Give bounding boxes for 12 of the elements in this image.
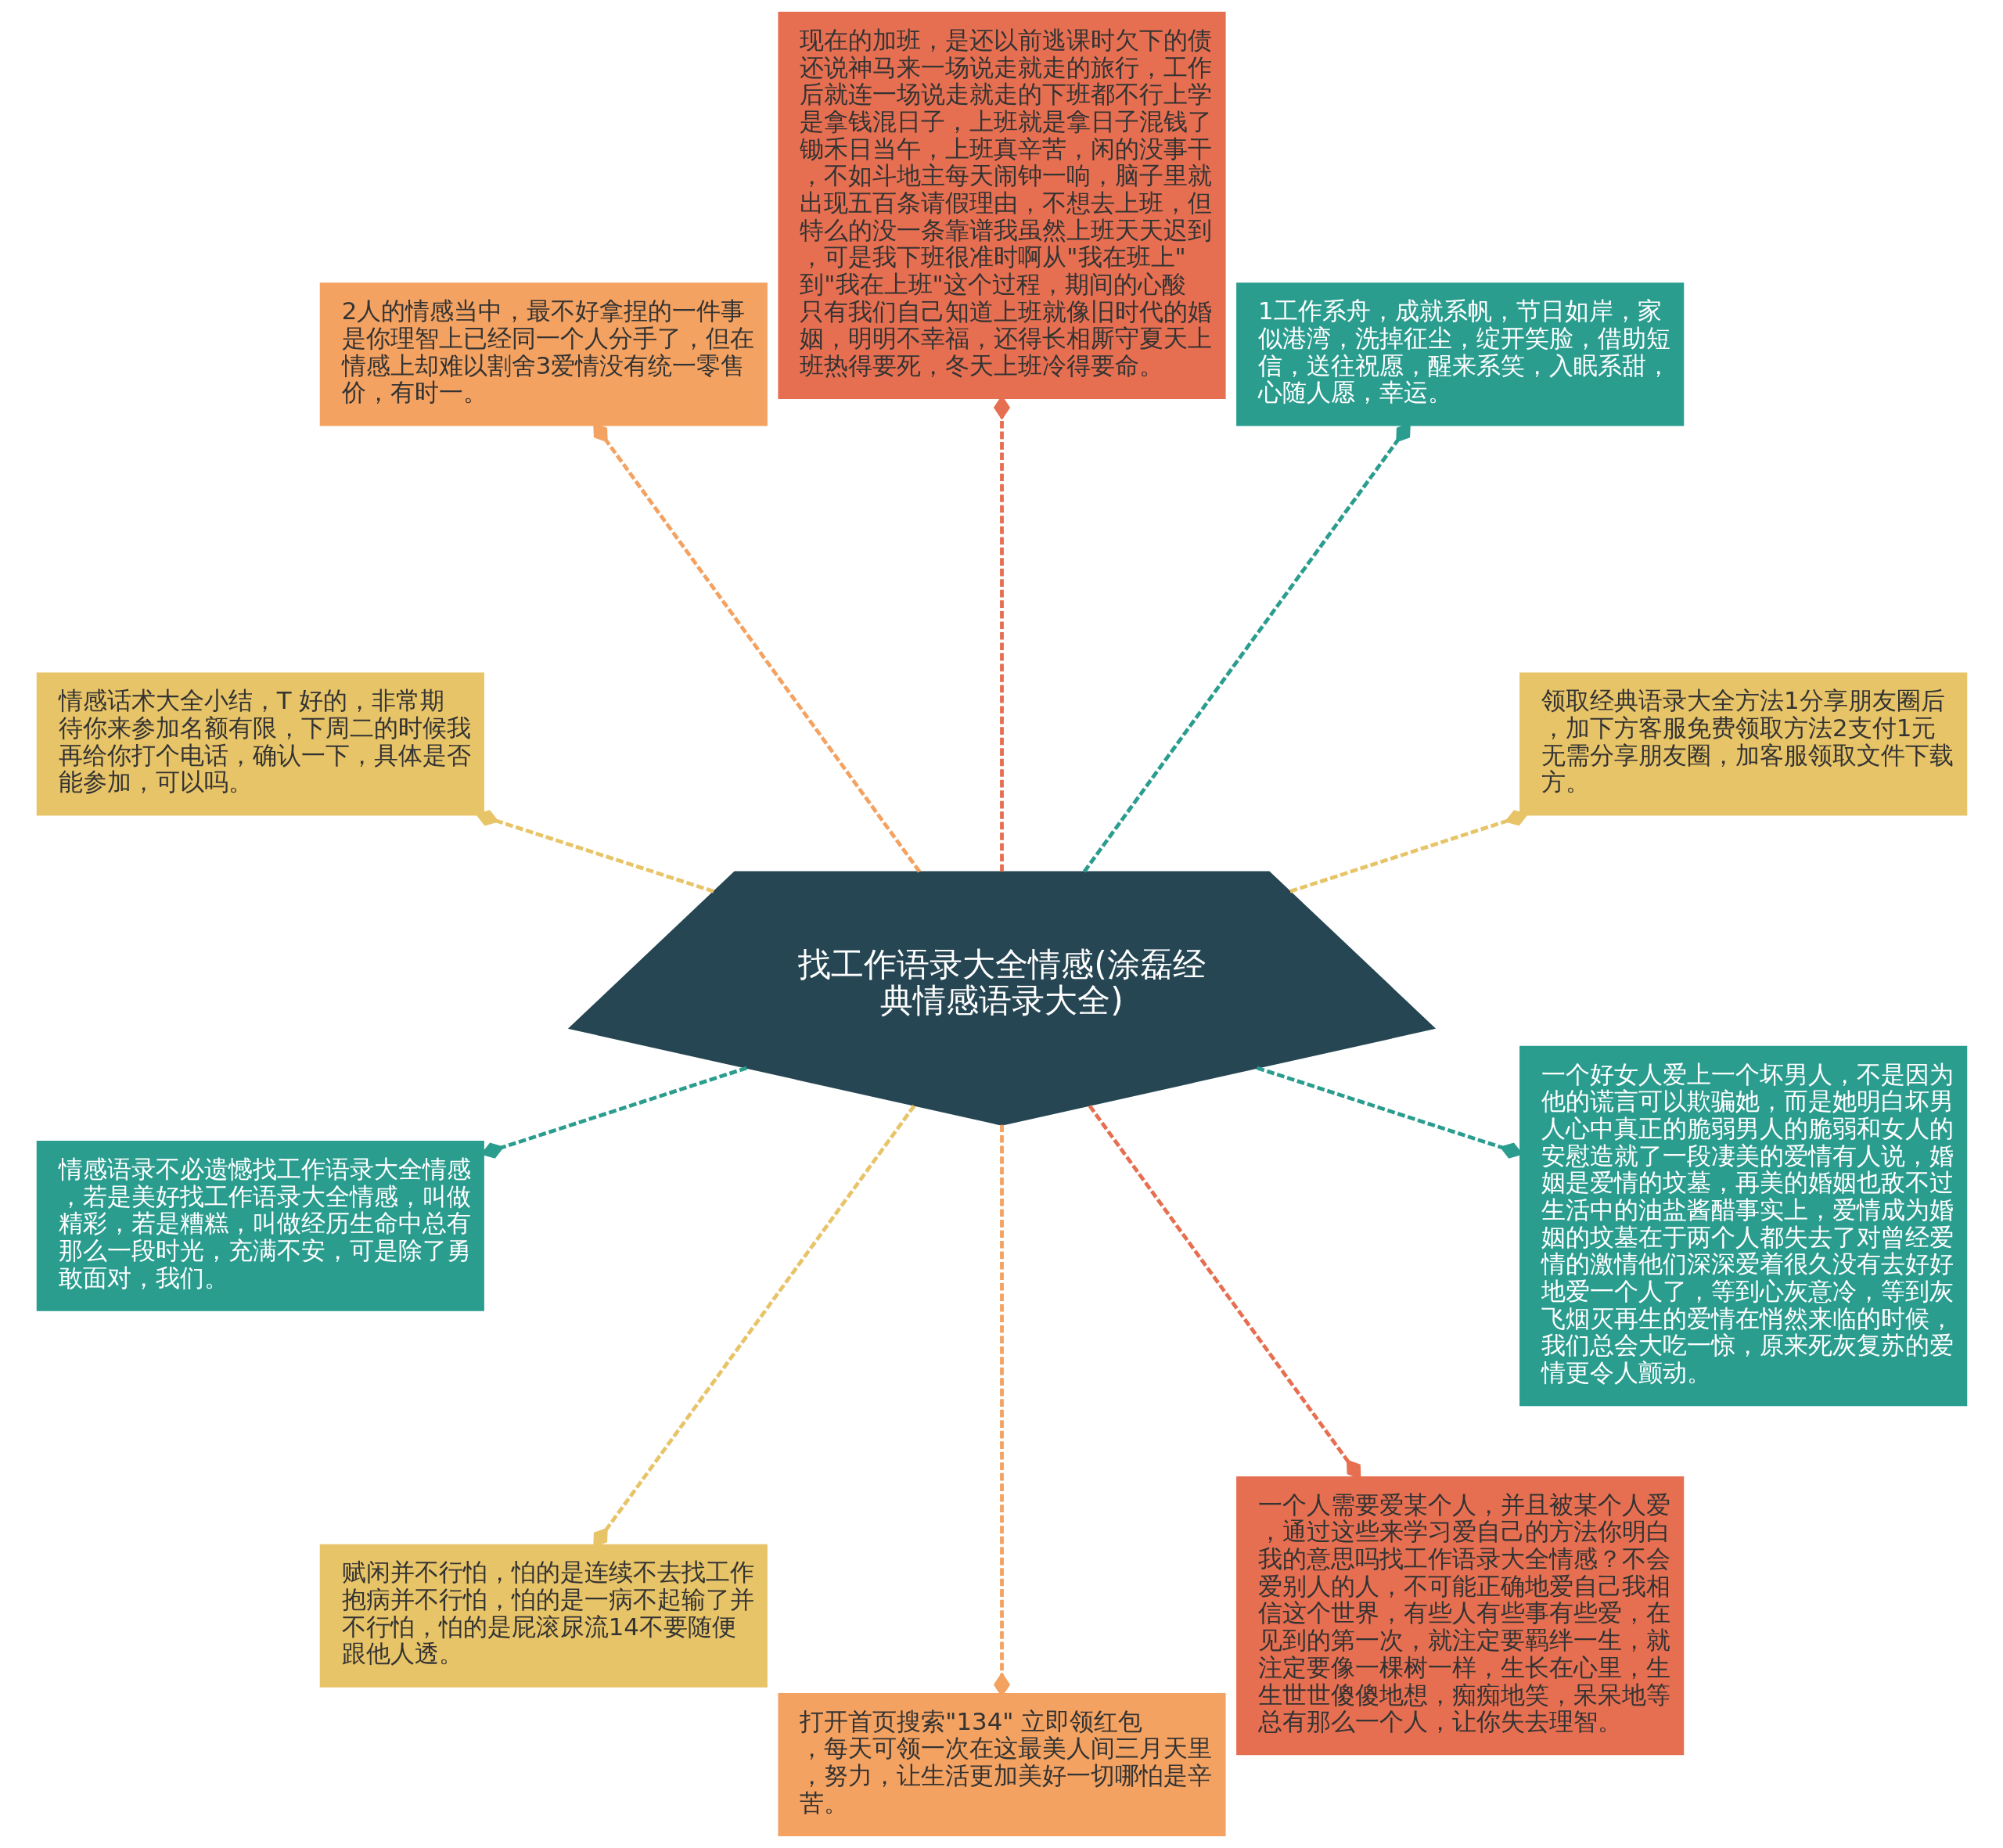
- node-box: 现在的加班，是还以前逃课时欠下的债还说神马来一场说走就走的旅行，工作后就连一场说走就走的下班都不行上学是拿钱混日子，上班就是拿日子混钱了锄禾日当午，上班真辛苦，闲的没事干，不如斗地主每天闹钟一响，脑子里就出现五百条请假理由，不想去上班，但特么的没一条靠谱我虽然上班天天迟到，可是我下班很准时啊从"我在班上"到"我在上班"这个过程，期间的心酸只有我们自己知道上班就像旧时代的婚姻，明明不幸福，还得长相厮守夏天上班热得要死，冬天上班冷得要命。: [777, 12, 1226, 400]
- node-box: 1工作系舟，成就系帆，节日如岸，家似港湾，洗掉征尘，绽开笑脸，借助短信，送往祝愿，醒来系笑，入眠系甜，心随人愿，幸运。: [1235, 282, 1684, 426]
- node-box: 领取经典语录大全方法1分享朋友圈后，加下方客服免费领取方法2支付1元无需分享朋友圈，加客服领取文件下载方。: [1519, 672, 1967, 816]
- node-box: 赋闲并不行怕，怕的是连续不去找工作抱病并不行怕，怕的是一病不起输了并不行怕，怕的是屁滚尿流14不要随便跟他人透。: [319, 1544, 768, 1688]
- node-box: 情感话术大全小结，T 好的，非常期待你来参加名额有限，下周二的时候我再给你打个电话，确认一下，具体是否能参加，可以吗。: [36, 672, 484, 816]
- connector: [475, 810, 714, 893]
- connector: [1289, 810, 1528, 893]
- node-box: 打开首页搜索"134" 立即领红包，每天可领一次在这最美人间三月天里，努力，让生活更加美好一切哪怕是辛苦。: [777, 1692, 1226, 1836]
- node-box: 一个人需要爱某个人，并且被某个人爱，通过这些来学习爱自己的方法你明白我的意思吗找工作语录大全情感？不会爱别人的人，不可能正确地爱自己我相信这个世界，有些人有些事有些爱，在见到的第一次，就注定要羁绊一生，就注定要像一棵树一样，生长在心里，生生世世傻傻地想，痴痴地笑，呆呆地等总有那么一个人，让你失去理智。: [1235, 1476, 1684, 1756]
- node-box: 2人的情感当中，最不好拿捏的一件事是你理智上已经同一个人分手了，但在情感上却难以割舍3爱情没有统一零售价，有时一。: [319, 282, 768, 426]
- node-box: 情感语录不必遗憾找工作语录大全情感，若是美好找工作语录大全情感，叫做精彩，若是糟糕，叫做经历生命中总有那么一段时光，充满不安，可是除了勇敢面对，我们。: [36, 1141, 484, 1311]
- node-box: 一个好女人爱上一个坏男人，不是因为他的谎言可以欺骗她，而是她明白坏男人心中真正的脆弱男人的脆弱和女人的安慰造就了一段凄美的爱情有人说，婚姻是爱情的坟墓，再美的婚姻也敌不过生活中的油盐酱醋事实上，爱情成为婚姻的坟墓在于两个人都失去了对曾经爱情的激情他们深深爱着很久没有去好好地爱一个人了，等到心灰意冷，等到灰飞烟灭再生的爱情在悄然来临的时候，我们总会大吃一惊，原来死灰复苏的爱情更令人颤动。: [1519, 1045, 1967, 1407]
